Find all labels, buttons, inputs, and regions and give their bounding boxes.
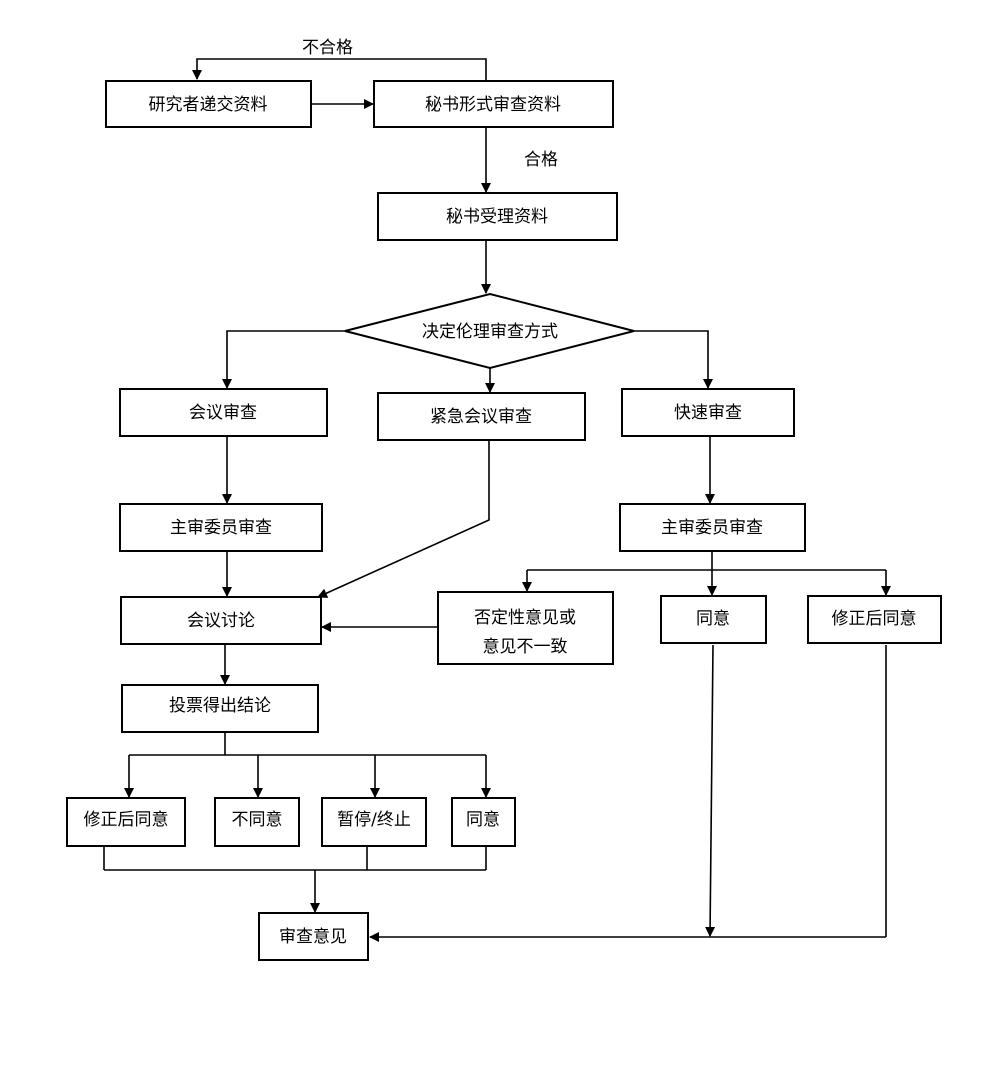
- node-disagree: 不同意: [214, 797, 300, 847]
- svg-text:否定性意见或: 否定性意见或: [474, 608, 576, 628]
- svg-text:主审委员审查: 主审委员审查: [170, 518, 272, 538]
- svg-text:主审委员审查: 主审委员审查: [661, 518, 763, 538]
- node-meeting-review: 会议审查: [119, 388, 328, 437]
- node-suspend: 暂停/终止: [321, 797, 427, 847]
- svg-text:不同意: 不同意: [232, 810, 283, 830]
- edge-decide-to-meeting: [222, 330, 345, 389]
- svg-text:审查意见: 审查意见: [279, 927, 347, 947]
- svg-text:会议审查: 会议审查: [189, 403, 257, 423]
- svg-text:会议讨论: 会议讨论: [187, 611, 255, 631]
- edge-fail-loop: [192, 58, 487, 81]
- edge-agree-right-down: [705, 644, 716, 937]
- node-main-reviewer-right: 主审委员审查: [619, 503, 806, 552]
- node-vote: 投票得出结论: [121, 684, 319, 733]
- node-urgent-review: 紧急会议审查: [377, 392, 586, 441]
- svg-text:修正后同意: 修正后同意: [84, 810, 169, 830]
- edge-label-pass: 合格: [524, 150, 558, 170]
- svg-text:同意: 同意: [696, 609, 730, 629]
- svg-text:修正后同意: 修正后同意: [832, 609, 917, 629]
- svg-text:投票得出结论: 投票得出结论: [169, 696, 271, 716]
- node-modify-agree-right: 修正后同意: [807, 595, 942, 644]
- svg-text:意见不一致: 意见不一致: [483, 637, 568, 657]
- node-opinion: 审查意见: [258, 912, 369, 961]
- svg-text:快速审查: 快速审查: [674, 403, 742, 423]
- svg-text:同意: 同意: [466, 810, 500, 830]
- svg-text:秘书形式审查资料: 秘书形式审查资料: [425, 95, 561, 115]
- edge-label-fail: 不合格: [302, 38, 353, 58]
- edge-urgent-to-discuss: [317, 440, 490, 598]
- svg-text:暂停/终止: 暂停/终止: [337, 810, 411, 830]
- node-meeting-discuss: 会议讨论: [120, 596, 322, 645]
- node-main-reviewer-left: 主审委员审查: [119, 503, 323, 552]
- node-agree-right: 同意: [660, 595, 767, 644]
- svg-text:紧急会议审查: 紧急会议审查: [430, 407, 532, 427]
- svg-text:秘书受理资料: 秘书受理资料: [446, 207, 548, 227]
- svg-text:研究者递交资料: 研究者递交资料: [149, 95, 268, 115]
- node-secretary-check: 秘书形式审查资料: [373, 80, 614, 128]
- node-agree: 同意: [451, 797, 516, 847]
- node-submit: 研究者递交资料: [105, 80, 312, 128]
- node-decide: 决定伦理审查方式: [344, 292, 635, 370]
- edge-decide-to-fast: [634, 330, 713, 389]
- node-fast-review: 快速审查: [621, 388, 795, 437]
- node-negative-opinion: 否定性意见或 意见不一致: [437, 591, 614, 665]
- svg-text:决定伦理审查方式: 决定伦理审查方式: [422, 322, 558, 342]
- node-modify-agree: 修正后同意: [66, 797, 186, 847]
- node-accept: 秘书受理资料: [377, 192, 618, 241]
